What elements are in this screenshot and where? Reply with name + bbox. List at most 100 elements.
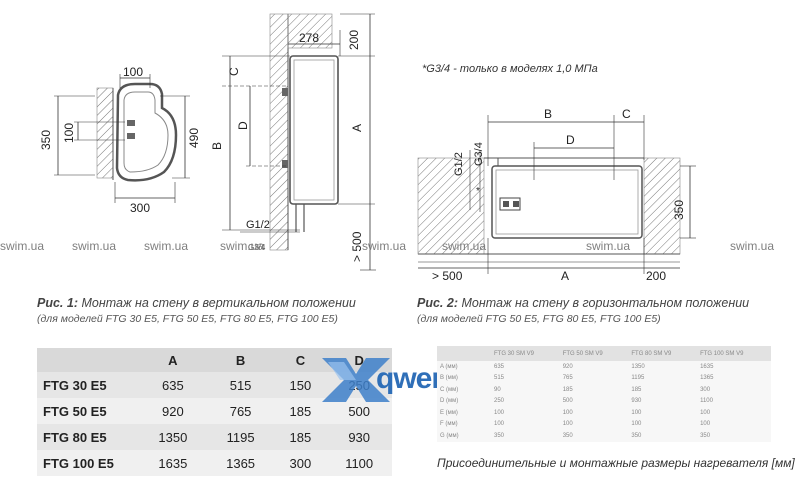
table-header <box>437 346 491 361</box>
fig2-dim-B: B <box>544 107 552 121</box>
fig1-dim-B: B <box>210 142 224 150</box>
table-header <box>37 348 139 372</box>
table-cell: 500 <box>326 398 392 424</box>
fig1-dim-490: 490 <box>187 128 201 148</box>
installation-diagrams: 100 350 100 490 300 278 200 C <box>0 13 774 283</box>
table-cell: 150 <box>274 372 327 398</box>
fig1-dim-D: D <box>236 121 250 130</box>
fig1-dim-top-width: 100 <box>123 65 143 79</box>
small-dimensions-table: FTG 30 SM V9 FTG 50 SM V9 FTG 80 SM V9 F… <box>437 346 771 442</box>
table-header: FTG 50 SM V9 <box>559 346 629 361</box>
table-row: FTG 80 E5 1350 1195 185 930 <box>37 424 392 450</box>
table-header: FTG 30 SM V9 <box>491 346 560 361</box>
table-cell: 185 <box>274 398 327 424</box>
fig1-dim-A: A <box>350 124 364 132</box>
table-cell: 250 <box>491 395 560 407</box>
table-cell: 1100 <box>697 395 771 407</box>
fig1-side-view <box>222 13 376 271</box>
watermark: swim.ua <box>730 239 774 253</box>
table-cell: 1365 <box>206 450 275 476</box>
fig2-dim-gt500: > 500 <box>432 269 463 283</box>
table-cell: FTG 100 E5 <box>37 450 139 476</box>
watermark: swim.ua <box>442 239 486 253</box>
table-cell: B (мм) <box>437 372 491 384</box>
fig1-dim-278: 278 <box>299 31 319 45</box>
fig2-dim-A: A <box>561 269 569 283</box>
table-cell: 1365 <box>697 372 771 384</box>
table-cell: 350 <box>559 430 629 442</box>
table-cell: 515 <box>206 372 275 398</box>
table-header: FTG 80 SM V9 <box>628 346 698 361</box>
table-cell: 300 <box>697 384 771 396</box>
table-header-row: FTG 30 SM V9 FTG 50 SM V9 FTG 80 SM V9 F… <box>437 346 771 361</box>
table-cell: 90 <box>491 384 560 396</box>
table-cell: 100 <box>491 407 560 419</box>
table-cell: 100 <box>697 418 771 430</box>
watermark: swim.ua <box>220 239 264 253</box>
fig1-dim-200: 200 <box>347 30 361 50</box>
fig2-dim-star: * <box>476 186 480 197</box>
table-cell: G (мм) <box>437 430 491 442</box>
watermark: swim.ua <box>0 239 44 253</box>
table-row: FTG 100 E5 1635 1365 300 1100 <box>37 450 392 476</box>
fig2-dim-200: 200 <box>646 269 666 283</box>
caption-fig1: Рис. 1: Монтаж на стену в вертикальном п… <box>37 296 356 310</box>
fig1-dim-g12: G1/2 <box>246 219 270 231</box>
table-cell: FTG 30 E5 <box>37 372 139 398</box>
fig1-dim-350: 350 <box>39 130 53 150</box>
table-cell: 350 <box>697 430 771 442</box>
table-cell: D (мм) <box>437 395 491 407</box>
fig2-dim-g34: G3/4 <box>473 142 485 166</box>
fig1-dim-100: 100 <box>62 123 76 143</box>
table-cell: 100 <box>628 418 698 430</box>
table-cell: 350 <box>491 430 560 442</box>
table-cell: 185 <box>559 384 629 396</box>
table-cell: 350 <box>628 430 698 442</box>
fig2-dim-350: 350 <box>672 200 686 220</box>
fig1-dim-300: 300 <box>130 201 150 215</box>
table-cell: 1350 <box>628 361 698 373</box>
table-header: A <box>139 348 207 372</box>
table-cell: 920 <box>559 361 629 373</box>
table-cell: 300 <box>274 450 327 476</box>
small-table-caption: Присоединительные и монтажные размеры на… <box>437 456 795 470</box>
table-header-row: A B C D <box>37 348 392 372</box>
table-cell: 1350 <box>139 424 207 450</box>
model-note: *G3/4 - только в моделях 1,0 МПа <box>422 63 598 75</box>
table-cell: 515 <box>491 372 560 384</box>
table-cell: A (мм) <box>437 361 491 373</box>
table-cell: 635 <box>491 361 560 373</box>
table-cell: 500 <box>559 395 629 407</box>
caption-fig2-sub: (для моделей FTG 50 E5, FTG 80 E5, FTG 1… <box>417 313 661 325</box>
table-cell: 1100 <box>326 450 392 476</box>
caption-fig2: Рис. 2: Монтаж на стену в горизонтальном… <box>417 296 749 310</box>
fig1-front-view <box>54 74 190 203</box>
table-cell: 1635 <box>139 450 207 476</box>
fig2-horizontal-view <box>417 115 696 274</box>
watermark: swim.ua <box>362 239 406 253</box>
caption-fig2-label: Рис. 2: <box>417 296 458 310</box>
table-cell: 1195 <box>628 372 698 384</box>
table-header: C <box>274 348 327 372</box>
table-cell: 930 <box>628 395 698 407</box>
watermark: swim.ua <box>586 239 630 253</box>
caption-fig1-label: Рис. 1: <box>37 296 78 310</box>
table-cell: 1195 <box>206 424 275 450</box>
caption-fig1-text: Монтаж на стену в вертикальном положении <box>78 296 356 310</box>
table-cell: E (мм) <box>437 407 491 419</box>
table-cell: 930 <box>326 424 392 450</box>
table-row: FTG 50 E5 920 765 185 500 <box>37 398 392 424</box>
qwerty-x-icon <box>322 358 390 402</box>
table-cell: 100 <box>491 418 560 430</box>
table-cell: FTG 50 E5 <box>37 398 139 424</box>
caption-fig1-sub: (для моделей FTG 30 E5, FTG 50 E5, FTG 8… <box>37 313 338 325</box>
table-cell: 765 <box>559 372 629 384</box>
table-cell: 185 <box>274 424 327 450</box>
table-cell: 185 <box>628 384 698 396</box>
